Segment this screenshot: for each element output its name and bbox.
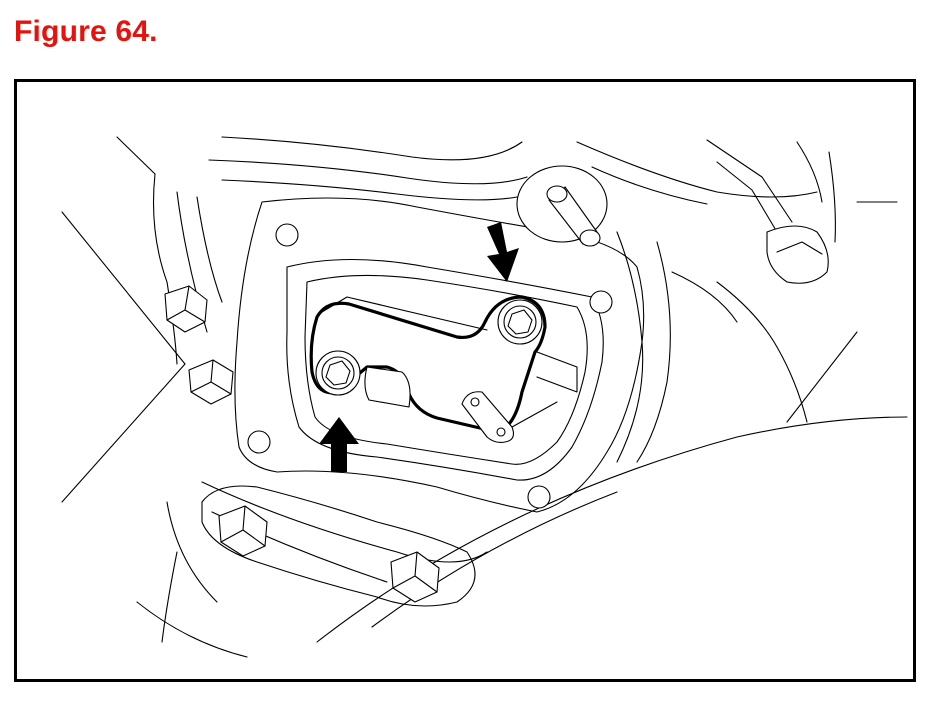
upper-bolt-arrow xyxy=(487,222,519,282)
upper-right-bolt xyxy=(766,225,829,284)
casting-outlines xyxy=(61,136,908,658)
dowel-pin xyxy=(516,165,608,247)
engine-line-drawing xyxy=(61,136,908,658)
cover-flange xyxy=(234,197,645,513)
plate-link-tab xyxy=(461,391,514,443)
lower-flange xyxy=(201,485,476,607)
plate-bolt-upper xyxy=(497,299,543,345)
plate-bolt-lower xyxy=(315,350,361,396)
left-bolts xyxy=(164,285,440,603)
figure-frame xyxy=(14,79,916,682)
figure-title: Figure 64. xyxy=(14,15,158,48)
lower-bolt-arrow xyxy=(319,417,359,472)
